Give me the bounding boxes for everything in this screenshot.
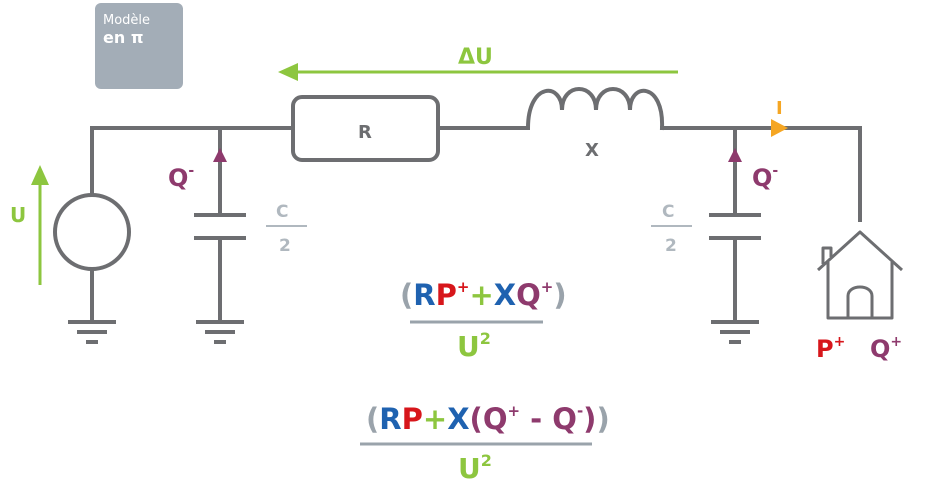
delta-u-label: ΔU: [458, 45, 493, 70]
ground-right-capacitor: [711, 320, 759, 344]
load-p-label: P+: [816, 334, 845, 363]
formula-2: (RP+X(Q+ - Q-)) U2: [360, 402, 610, 485]
q-right-arrow: [728, 148, 742, 162]
resistor: [291, 95, 440, 162]
c-right-num: C: [662, 202, 674, 222]
badge-line2: en π: [103, 28, 143, 47]
formula-1-denominator: U2: [457, 329, 491, 363]
c-right-fraction: C 2: [651, 202, 692, 256]
top-wire-right: [660, 126, 862, 222]
model-badge: Modèle en π: [95, 3, 183, 89]
q-left-arrow: [213, 148, 227, 162]
q-left-label: Q-: [168, 163, 194, 192]
delta-u-arrow: [278, 63, 678, 81]
formula-1-numerator: (RP++XQ+): [400, 278, 567, 312]
formula-2-denominator: U2: [458, 451, 492, 485]
u-arrow: [31, 165, 49, 285]
load-q-label: Q+: [870, 334, 902, 363]
voltage-source: [53, 193, 131, 271]
c-right-den: 2: [665, 236, 677, 256]
c-left-num: C: [276, 202, 288, 222]
right-capacitor: [709, 126, 761, 324]
c-left-fraction: C 2: [266, 202, 307, 256]
inductor: [525, 87, 665, 131]
formula-1: (RP++XQ+) U2: [400, 278, 567, 363]
u-source-label: U: [10, 203, 26, 227]
badge-line1: Modèle: [103, 13, 150, 28]
resistor-label: R: [358, 122, 372, 143]
current-label: I: [776, 98, 783, 119]
formula-2-numerator: (RP+X(Q+ - Q-)): [366, 402, 610, 436]
inductor-label: X: [585, 140, 599, 161]
q-right-label: Q-: [752, 163, 778, 192]
c-left-den: 2: [279, 236, 291, 256]
current-arrow: [771, 119, 788, 137]
ground-source: [68, 320, 116, 344]
ground-left-capacitor: [196, 320, 244, 344]
left-capacitor: [194, 126, 246, 324]
house-icon: [816, 230, 904, 320]
